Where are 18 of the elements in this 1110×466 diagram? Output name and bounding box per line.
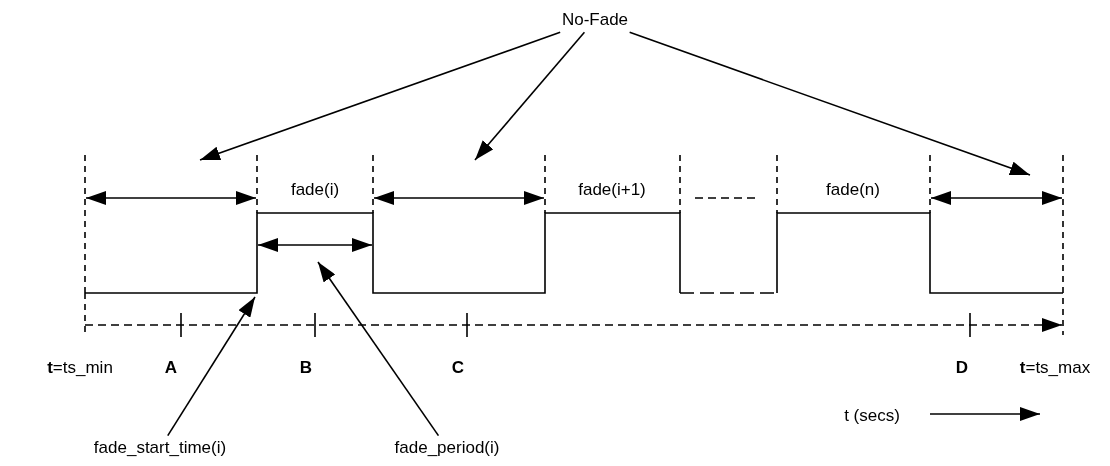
pulse-label: fade(i+1) bbox=[578, 180, 646, 200]
tick-label: B bbox=[299, 358, 313, 378]
callout-text: fade_period(i) bbox=[394, 438, 500, 458]
pulse-label: fade(n) bbox=[826, 180, 880, 200]
callout-text: fade_start_time(i) bbox=[93, 438, 227, 458]
axis-title: t (secs) bbox=[844, 406, 900, 426]
axis-label: t=ts_min bbox=[47, 358, 113, 378]
leader-line bbox=[628, 31, 1031, 176]
callout-text: No-Fade bbox=[561, 10, 629, 30]
tick-label: D bbox=[955, 358, 969, 378]
tick-label: C bbox=[451, 358, 465, 378]
leader-line bbox=[317, 261, 440, 437]
pulse-label: fade(i) bbox=[290, 180, 340, 200]
tick-label: A bbox=[164, 358, 178, 378]
leader-line bbox=[166, 296, 256, 437]
leader-line bbox=[474, 31, 586, 161]
axis-label: t=ts_max bbox=[1019, 358, 1091, 378]
leader-line bbox=[199, 31, 561, 161]
